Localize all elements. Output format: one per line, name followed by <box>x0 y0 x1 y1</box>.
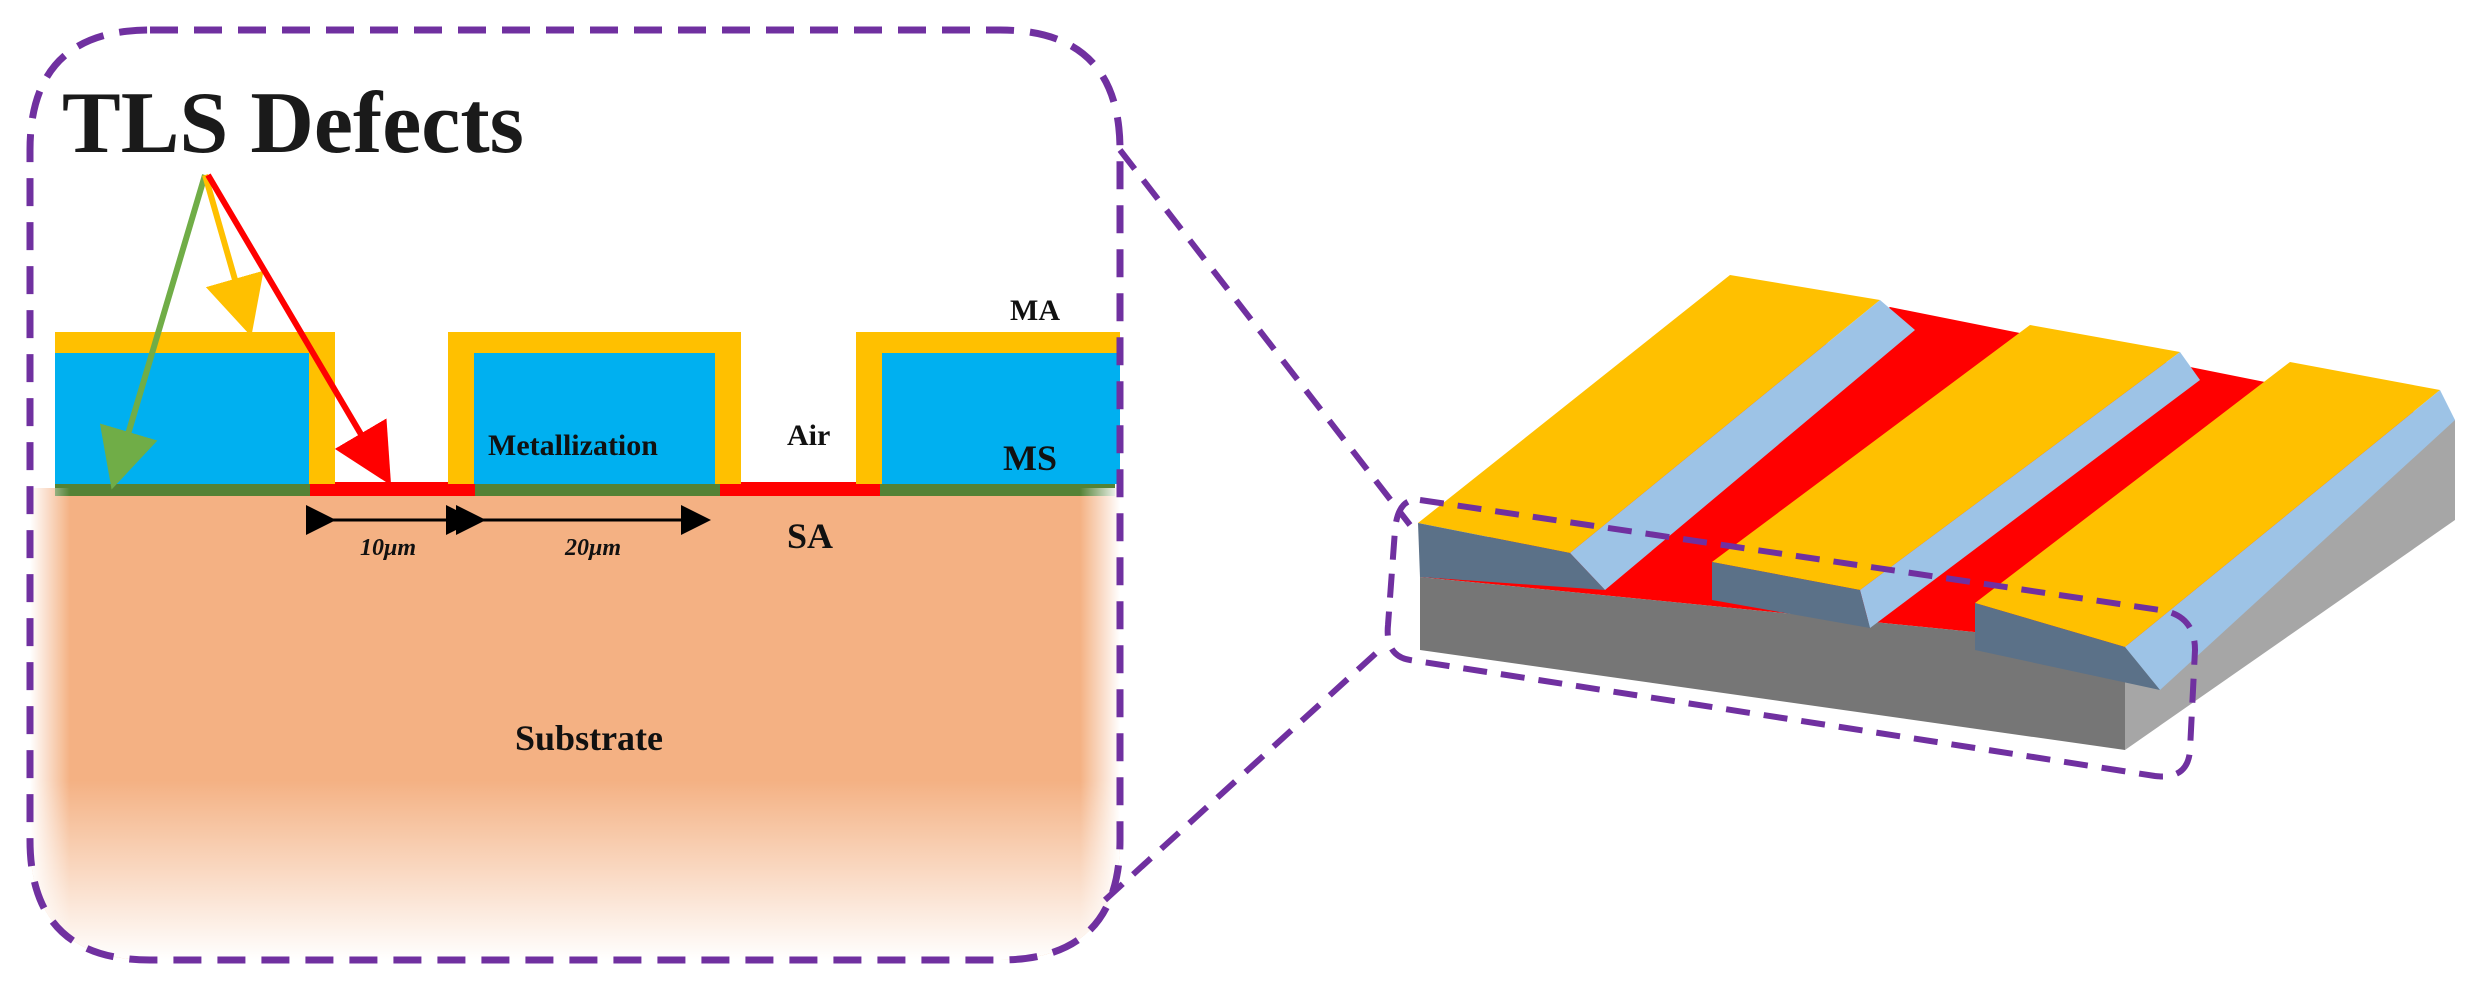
strip-3d-1 <box>1418 275 1915 590</box>
metal-strip-3 <box>856 332 1120 484</box>
strip-dimension-label: 20μm <box>564 535 621 561</box>
label-ms: MS <box>1003 438 1057 478</box>
strip-3d-3 <box>1975 362 2455 690</box>
label-sa: SA <box>787 516 833 556</box>
metal-strip-2 <box>448 332 741 484</box>
arrow-red <box>205 173 392 486</box>
label-metallization: Metallization <box>488 429 658 462</box>
substrate-air-interface-gap1 <box>310 482 475 496</box>
base-front <box>1420 577 2125 750</box>
inset-frame <box>26 26 1124 964</box>
substrate-air-interface-gap2 <box>720 482 880 496</box>
cross-section-inset: TLS Defects MA MS Air Metallization SA S… <box>26 26 1124 964</box>
gap-dimension-label: 10μm <box>360 535 416 561</box>
metal-substrate-interface <box>55 482 1115 496</box>
tls-defects-title: TLS Defects <box>62 75 524 172</box>
arrow-green <box>99 174 208 490</box>
device-3d-view <box>1384 275 2455 780</box>
zoom-region-outline <box>1384 496 2199 780</box>
base-side <box>2125 420 2455 750</box>
arrow-yellow <box>202 174 264 337</box>
label-substrate: Substrate <box>515 718 663 758</box>
strip-3d-2 <box>1712 325 2200 628</box>
label-air: Air <box>787 419 830 452</box>
zoom-connector-top <box>1117 148 1413 527</box>
metal-strip-1 <box>55 332 335 484</box>
zoom-connector-bottom <box>1102 642 1388 903</box>
label-ma: MA <box>1010 294 1060 327</box>
